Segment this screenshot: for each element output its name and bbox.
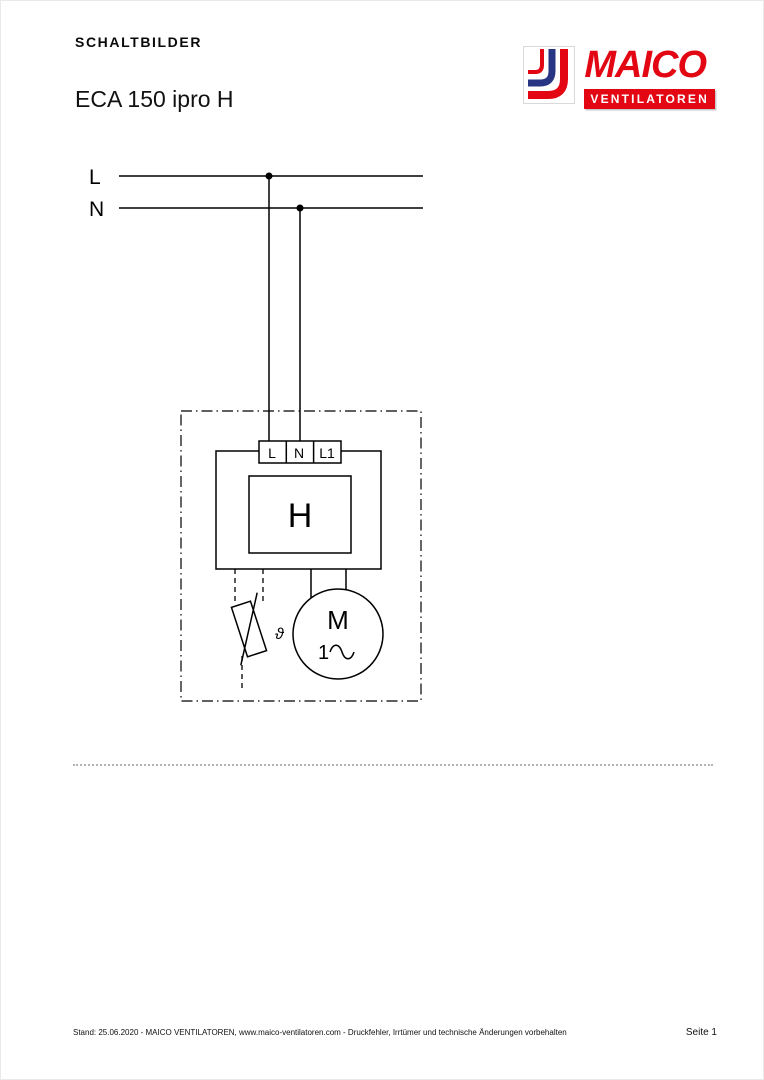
- footer-note: Stand: 25.06.2020 - MAICO VENTILATOREN, …: [73, 1028, 567, 1037]
- brand-tagline: VENTILATOREN: [584, 89, 715, 109]
- module-h-box: [248, 475, 352, 554]
- terminal-block: [258, 440, 342, 464]
- motor-label: M: [327, 605, 349, 635]
- brand-name: MAICO: [584, 44, 707, 86]
- motor-phase: 1: [318, 642, 329, 664]
- motor-circle: [292, 588, 384, 680]
- section-title: SCHALTBILDER: [75, 34, 203, 50]
- terminal-label-l1: L1: [319, 445, 335, 461]
- line-label-l: L: [89, 166, 101, 189]
- dotted-separator: [73, 764, 713, 766]
- theta-symbol: ϑ: [275, 626, 285, 643]
- thermistor-body: [230, 592, 268, 666]
- enclosure-boundary: [180, 410, 422, 702]
- sine-wave-icon: [329, 644, 355, 660]
- maico-logo-mark-icon: [523, 46, 576, 104]
- page-footer: Stand: 25.06.2020 - MAICO VENTILATOREN, …: [73, 1027, 717, 1038]
- wiring-diagram: L N L N L1 H M 1: [89, 166, 423, 702]
- terminal-label-l: L: [268, 445, 276, 461]
- page-number: Seite 1: [685, 1027, 717, 1038]
- maico-logo: MAICO VENTILATOREN: [523, 46, 715, 109]
- terminal-label-n: N: [294, 445, 304, 461]
- logo-text-block: MAICO VENTILATOREN: [584, 46, 715, 109]
- line-label-n: N: [89, 198, 104, 221]
- document-title: ECA 150 ipro H: [75, 86, 234, 112]
- module-h-label: H: [288, 497, 313, 535]
